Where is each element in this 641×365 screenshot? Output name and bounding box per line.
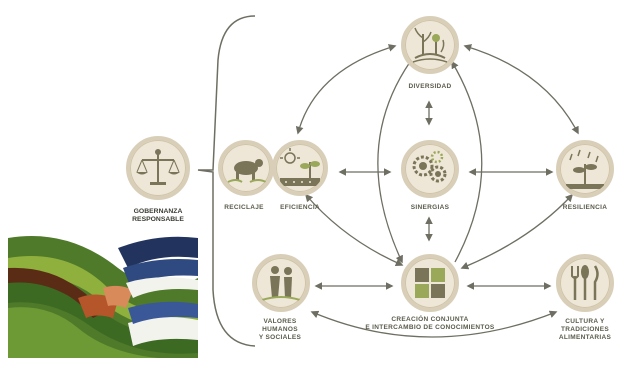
people-icon xyxy=(261,266,301,301)
eficiencia-label: EFICIENCIA xyxy=(280,204,320,211)
plants-diversity-icon xyxy=(412,27,448,63)
valores-circle xyxy=(252,254,310,312)
resiliencia-circle xyxy=(556,140,614,198)
left-panel: GOBERNANZA RESPONSABLE xyxy=(0,0,200,365)
scales-icon xyxy=(136,149,180,185)
bracket xyxy=(197,15,256,347)
cultura-label: CULTURA Y TRADICIONES ALIMENTARIAS xyxy=(558,318,612,341)
rain-plant-icon xyxy=(566,149,604,189)
sun-sprout-icon xyxy=(280,148,320,186)
arrow-creacion-diversidad-right xyxy=(451,60,483,263)
eficiencia-circle xyxy=(272,140,328,196)
puzzle-tree-icon xyxy=(415,268,445,302)
arrow-diversidad-reciclaje xyxy=(295,44,397,135)
gears-icon xyxy=(412,150,447,183)
creacion-label: CREACIÓN CONJUNTA E INTERCAMBIO DE CONOC… xyxy=(365,316,495,331)
governance-label: GOBERNANZA RESPONSABLE xyxy=(132,208,184,223)
braided-fields-illustration xyxy=(8,228,198,358)
arrow-diversidad-resiliencia xyxy=(463,44,579,135)
arrow-eficiencia-creacion xyxy=(304,193,404,267)
reciclaje-circle xyxy=(218,140,274,196)
cow-icon xyxy=(227,159,267,183)
arrow-diversidad-creacion-left xyxy=(377,61,411,264)
diversidad-label: DIVERSIDAD xyxy=(408,83,452,90)
diversidad-circle xyxy=(401,16,459,74)
arrow-resiliencia-creacion xyxy=(460,193,574,270)
governance-circle xyxy=(126,136,190,200)
utensils-icon xyxy=(571,265,599,300)
sinergias-label: SINERGIAS xyxy=(410,204,450,211)
sinergias-circle xyxy=(401,140,459,198)
resiliencia-label: RESILIENCIA xyxy=(562,204,608,211)
valores-label: VALORES HUMANOS Y SOCIALES xyxy=(258,318,302,341)
cultura-circle xyxy=(556,254,614,312)
creacion-circle xyxy=(401,254,459,312)
reciclaje-label: RECICLAJE xyxy=(224,204,264,211)
arrow-valores-cultura xyxy=(310,310,558,338)
